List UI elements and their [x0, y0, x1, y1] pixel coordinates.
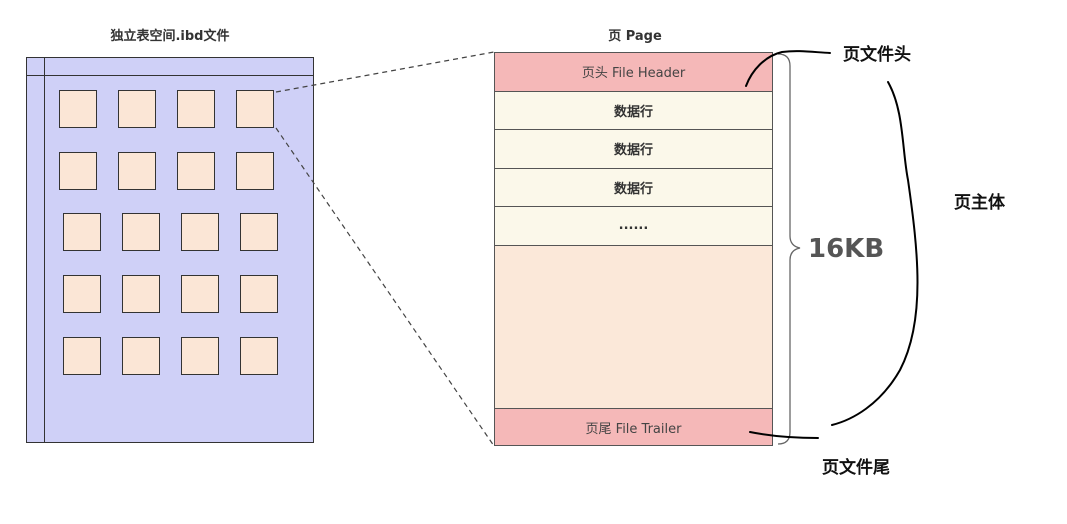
- page-cell: [181, 337, 219, 375]
- page-structure: 页头 File Header 数据行 数据行 数据行 ...... 页尾 Fil…: [494, 52, 773, 446]
- page-cell: [59, 90, 97, 128]
- page-cell: [177, 90, 215, 128]
- page-cell: [181, 275, 219, 313]
- page-cell: [63, 213, 101, 251]
- page-title: 页 Page: [608, 29, 662, 44]
- page-cell: [181, 213, 219, 251]
- page-file-trailer: 页尾 File Trailer: [495, 408, 772, 445]
- page-cell: [236, 152, 274, 190]
- page-cell: [122, 213, 160, 251]
- file-side-divider: [44, 58, 45, 442]
- data-row: 数据行: [495, 168, 772, 207]
- data-row: 数据行: [495, 130, 772, 169]
- header-pointer: [745, 50, 831, 87]
- data-row-ellipsis: ......: [495, 207, 772, 246]
- page-cell: [118, 152, 156, 190]
- page-trailer-annotation: 页文件尾: [822, 458, 890, 478]
- page-cell: [240, 275, 278, 313]
- page-header-annotation: 页文件头: [843, 45, 911, 65]
- ibd-file-title: 独立表空间.ibd文件: [110, 29, 230, 44]
- page-size-label: 16KB: [808, 234, 885, 264]
- page-cell: [240, 337, 278, 375]
- data-row: 数据行: [495, 91, 772, 130]
- page-cell: [122, 275, 160, 313]
- trailer-pointer: [749, 431, 819, 439]
- file-header-divider: [27, 75, 313, 76]
- page-body-annotation: 页主体: [954, 193, 1005, 213]
- page-cell: [122, 337, 160, 375]
- page-cell: [63, 337, 101, 375]
- page-cell: [59, 152, 97, 190]
- zoom-line-top: [275, 51, 495, 93]
- size-brace: [777, 53, 801, 445]
- page-cell-highlighted: [236, 90, 274, 128]
- page-cell: [177, 152, 215, 190]
- page-cell: [63, 275, 101, 313]
- body-brace: [831, 81, 919, 426]
- page-cell: [240, 213, 278, 251]
- page-cell: [118, 90, 156, 128]
- page-file-header: 页头 File Header: [495, 53, 772, 92]
- zoom-line-bottom: [275, 127, 495, 447]
